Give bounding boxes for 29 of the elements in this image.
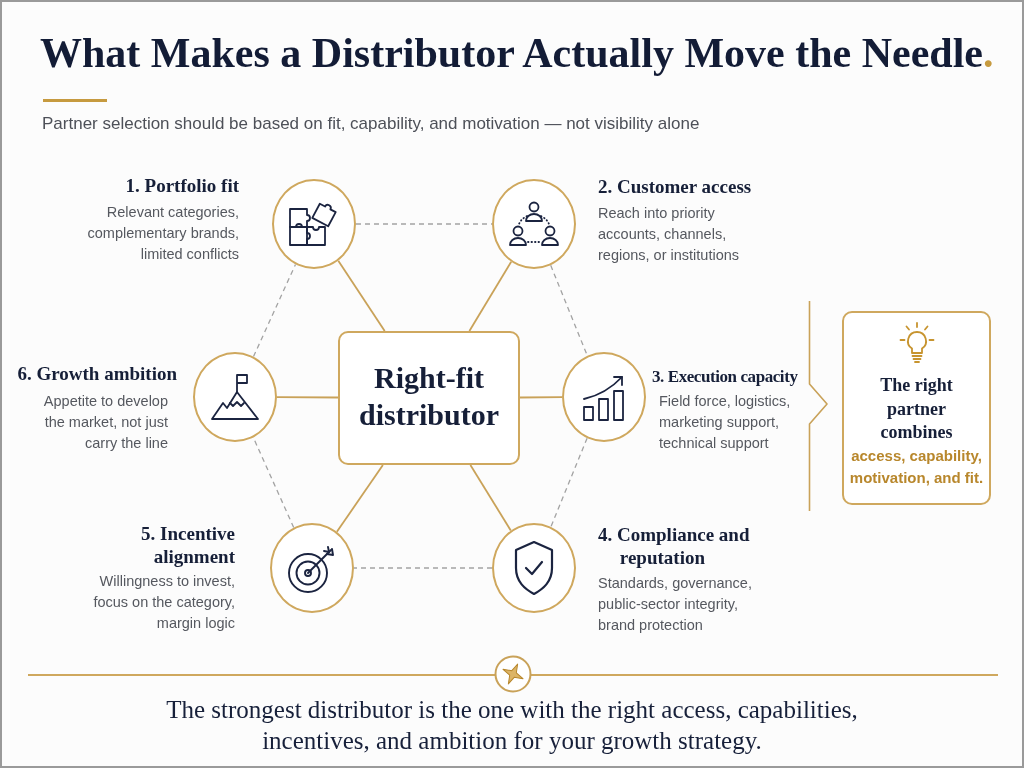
step-description: Standards, governance, public-sector integrity, brand protection — [598, 574, 753, 635]
step-heading: 1. Portfolio fit — [124, 174, 239, 197]
step-heading: 3. Execution capacity — [652, 366, 799, 388]
connector-line — [276, 396, 339, 399]
callout-highlight: access, capability, motivation, and fit. — [848, 445, 985, 488]
dashed-link-line — [252, 263, 297, 358]
step-description: Willingness to invest, focus on the category, margin logic — [92, 572, 235, 633]
connector-line — [336, 464, 384, 533]
dashed-link-line — [353, 567, 493, 569]
callout-box — [842, 311, 991, 505]
step-description: Reach into priority accounts, channels, regions, or institutions — [598, 204, 741, 265]
title: What Makes a Distributor Actually Move the Needle. — [40, 30, 994, 76]
step-description: Appetite to develop the market, not just carry the line — [42, 392, 168, 453]
caption: The strongest distributor is the one with the right access, capabilities, incentives, and ambition for your growth strategy. — [165, 695, 859, 756]
step-description: Field force, logistics, marketing support, technical support — [659, 392, 792, 453]
subtitle: Partner selection should be based on fit, capability, and motivation — not visibility alone — [42, 113, 700, 135]
center-label: Right-fit distributor — [358, 360, 500, 433]
center-box — [338, 331, 520, 465]
connector-line — [468, 260, 513, 332]
step-description: Relevant categories, complementary brands, limited conflicts — [86, 203, 239, 264]
step-heading: 5. Incentive alignment — [140, 522, 235, 568]
connector-line — [519, 396, 563, 399]
step-heading: 4. Compliance and reputation — [598, 523, 751, 569]
callout-heading: The right partner combines — [879, 374, 954, 444]
step-heading: 2. Customer access — [598, 175, 753, 198]
step-heading: 6. Growth ambition — [16, 362, 177, 385]
connector-line — [469, 464, 512, 532]
dashed-link-line — [550, 437, 588, 528]
connector-line — [337, 259, 386, 332]
